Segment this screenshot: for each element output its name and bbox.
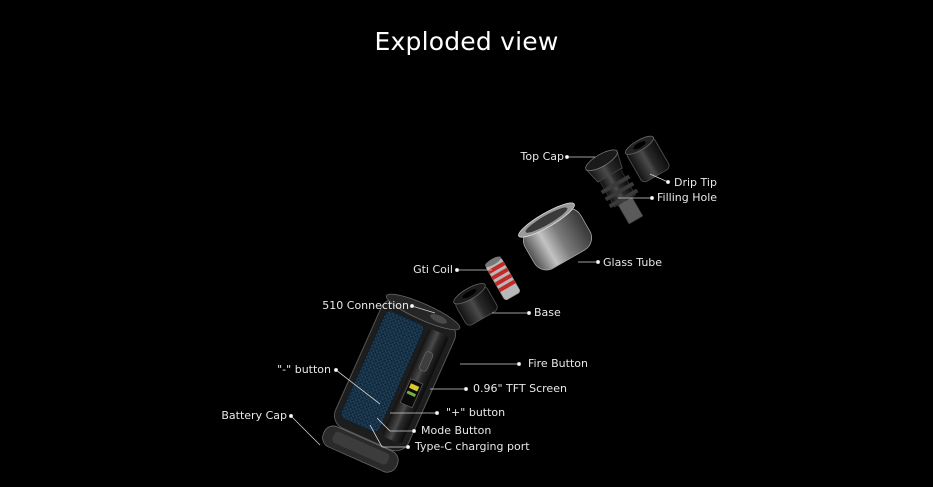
label-top-cap: Top Cap xyxy=(520,150,564,163)
label-plus-button: "+" button xyxy=(446,406,506,419)
label-type-c-port: Type-C charging port xyxy=(415,440,530,453)
label-drip-tip: Drip Tip xyxy=(674,176,717,189)
label-filling-hole: Filling Hole xyxy=(657,191,718,204)
leader-lines xyxy=(288,154,671,449)
gti-coil-part xyxy=(485,256,520,301)
label-fire-button: Fire Button xyxy=(528,357,588,370)
glass-tube-part xyxy=(518,202,592,271)
label-minus-button: "-" button xyxy=(277,363,331,376)
label-glass-tube: Glass Tube xyxy=(603,256,663,269)
page-title: Exploded view xyxy=(374,27,559,56)
label-tft-screen: 0.96" TFT Screen xyxy=(473,382,567,395)
base-part xyxy=(453,283,498,326)
label-510-connection: 510 Connection xyxy=(322,299,409,312)
drip-tip-part xyxy=(625,135,670,183)
label-battery-cap: Battery Cap xyxy=(221,409,287,422)
label-base: Base xyxy=(534,306,561,319)
label-mode-button: Mode Button xyxy=(421,424,492,437)
battery-cap-part xyxy=(322,425,399,473)
label-gti-coil: Gti Coil xyxy=(413,263,453,276)
device-body xyxy=(333,293,461,452)
